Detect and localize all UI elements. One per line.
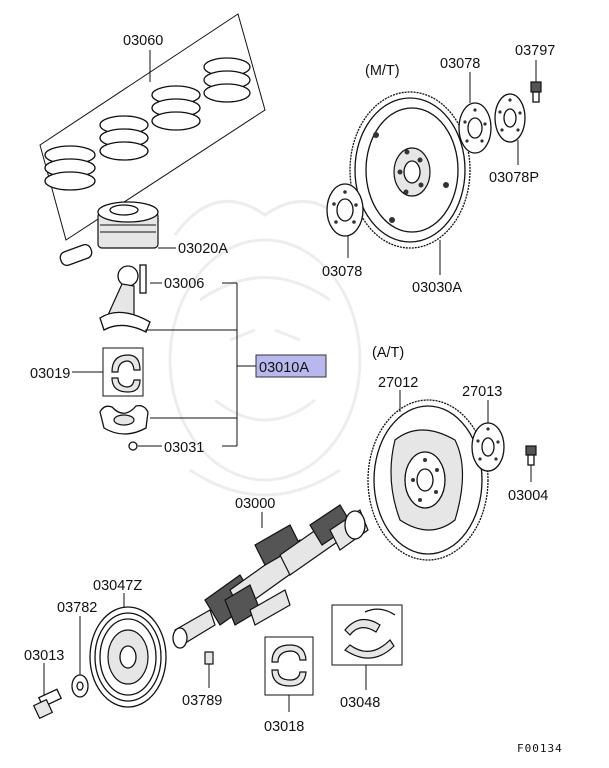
plate-03078-left[interactable]: 03078 — [322, 183, 364, 280]
piston-group[interactable]: 03020A — [59, 201, 229, 267]
flywheel-mt-group[interactable]: 03030A — [349, 91, 471, 296]
drive-plate-at-group[interactable]: 27012 — [367, 375, 489, 561]
plate-27013[interactable]: 27013 — [462, 384, 505, 472]
label-03797: 03797 — [515, 43, 555, 59]
label-03078-left: 03078 — [322, 264, 362, 280]
label-mt: (M/T) — [365, 63, 400, 79]
label-03789: 03789 — [182, 693, 222, 709]
piston-rings-group[interactable]: 03060 — [39, 13, 266, 241]
label-03078p: 03078P — [489, 170, 539, 186]
bolt-03004[interactable]: 03004 — [508, 445, 548, 504]
label-03013: 03013 — [24, 648, 64, 664]
label-at: (A/T) — [372, 345, 404, 361]
highlighted-part-03010a[interactable]: 03010A — [255, 354, 327, 378]
label-03004: 03004 — [508, 488, 548, 504]
label-03000: 03000 — [235, 496, 275, 512]
pulley-group[interactable]: 03047Z — [89, 578, 167, 708]
label-03010a: 03010A — [259, 360, 309, 376]
connecting-rod-group[interactable]: 03006 — [99, 264, 204, 333]
figure-code: F00134 — [517, 742, 563, 755]
bolt-03797[interactable]: 03797 — [515, 43, 555, 103]
label-27013: 27013 — [462, 384, 502, 400]
crankshaft-group[interactable]: 03000 — [172, 496, 369, 649]
label-03078-top: 03078 — [440, 56, 480, 72]
rod-bearing-group[interactable]: 03019 — [30, 347, 144, 397]
label-03018: 03018 — [264, 719, 304, 735]
label-03031: 03031 — [164, 440, 204, 456]
bolt-03013[interactable]: 03013 — [24, 648, 64, 720]
plate-03078p[interactable]: 03078P — [489, 93, 539, 186]
plate-03078-top[interactable]: 03078 — [440, 56, 492, 154]
main-bearing-group[interactable]: 03018 — [264, 636, 314, 735]
washer-03782[interactable]: 03782 — [57, 600, 97, 698]
label-27012: 27012 — [378, 375, 418, 391]
label-03020a: 03020A — [178, 241, 228, 257]
key-03789[interactable]: 03789 — [182, 651, 222, 709]
label-03048: 03048 — [340, 695, 380, 711]
rod-cap-group[interactable]: 03031 — [99, 404, 204, 456]
label-03030a: 03030A — [412, 280, 462, 296]
label-03060: 03060 — [123, 33, 163, 49]
label-03019: 03019 — [30, 366, 70, 382]
label-03782: 03782 — [57, 600, 97, 616]
label-03047z: 03047Z — [93, 578, 142, 594]
assembly-bracket — [145, 282, 256, 447]
label-03006: 03006 — [164, 276, 204, 292]
thrust-bearing-group[interactable]: 03048 — [331, 604, 403, 711]
